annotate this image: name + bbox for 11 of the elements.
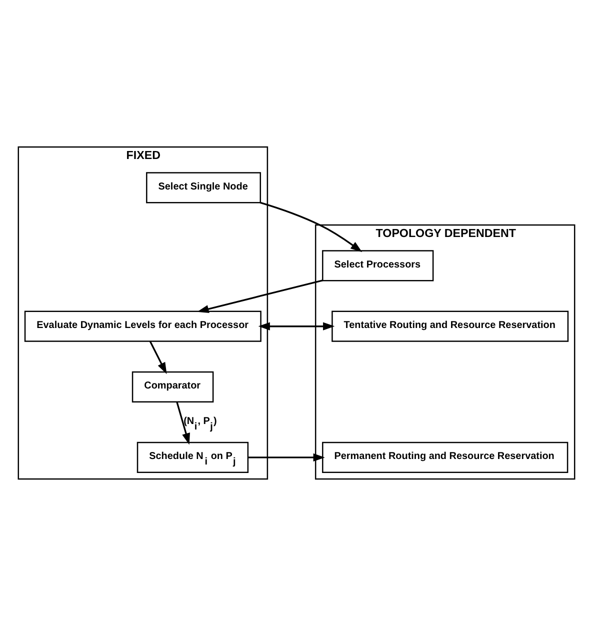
node-box: Select Processors <box>322 250 434 281</box>
node-box: Tentative Routing and Resource Reservation <box>332 310 569 342</box>
arrow <box>260 201 362 252</box>
node-box: Select Single Node <box>146 172 261 203</box>
arrow <box>248 452 325 462</box>
node-box: Evaluate Dynamic Levels for each Processor <box>24 310 262 342</box>
node-box: Permanent Routing and Resource Reservation <box>322 441 568 473</box>
arrow <box>149 340 167 374</box>
node-box: Comparator <box>132 370 214 402</box>
arrow <box>197 279 323 312</box>
arrow <box>176 401 190 444</box>
